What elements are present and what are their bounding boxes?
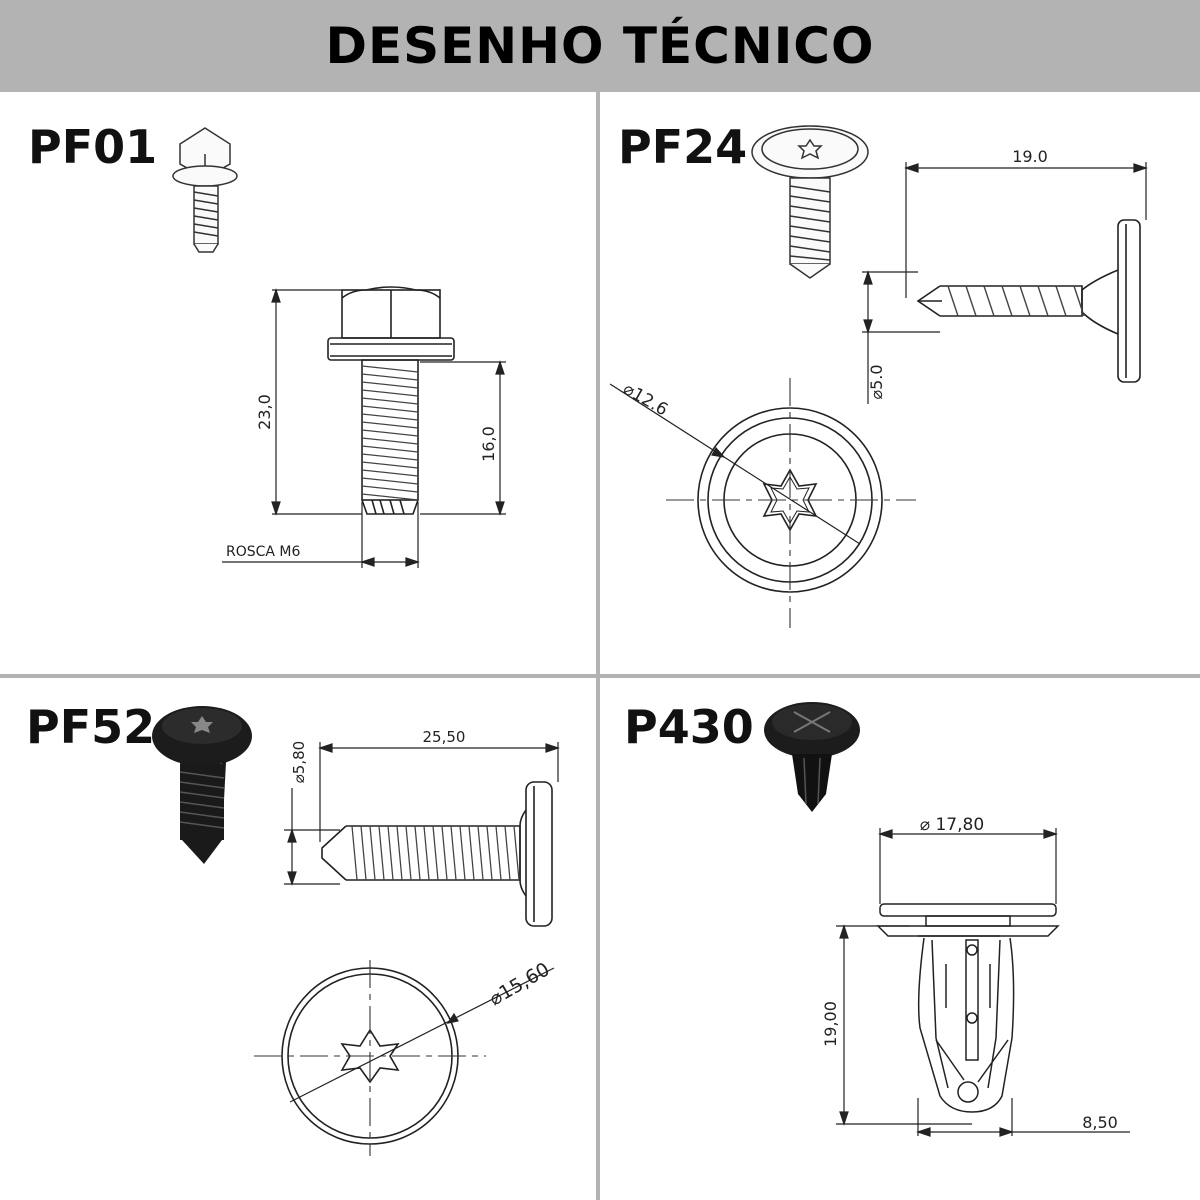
thread-spec-pf01: ROSCA M6 xyxy=(226,544,301,560)
dimension-lines-pf01 xyxy=(222,288,506,568)
centerlines-pf24 xyxy=(666,378,916,628)
vertical-divider xyxy=(596,92,600,1200)
part-code-pf24: PF24 xyxy=(618,120,748,174)
diameter-leader-pf52 xyxy=(289,967,555,1103)
drawing-pf24: 19.0 ⌀5.0 ⌀12.6 xyxy=(609,125,1148,628)
dim-total-length-pf01: 23,0 xyxy=(255,394,274,430)
screw-side-view-pf24 xyxy=(916,219,1141,383)
dimension-lines-p430 xyxy=(836,828,1130,1137)
panel-pf24: PF24 xyxy=(600,94,1196,674)
horizontal-divider xyxy=(0,674,1200,678)
dim-head-diameter-p430: ⌀ 17,80 xyxy=(920,815,984,835)
title-bar: DESENHO TÉCNICO xyxy=(0,0,1200,92)
thumbnail-p430 xyxy=(764,702,860,812)
panel-p430: P430 xyxy=(600,678,1196,1200)
thumbnail-pf52 xyxy=(152,706,252,864)
part-code-pf52: PF52 xyxy=(26,700,156,754)
panel-pf52: PF52 xyxy=(0,678,596,1200)
dimension-lines-pf24 xyxy=(862,162,1148,404)
drawing-p430: ⌀ 17,80 19,00 8,50 xyxy=(764,702,1130,1137)
clip-side-view-p430 xyxy=(876,903,1060,1113)
panel-pf01: PF01 xyxy=(0,94,596,674)
dim-shank-diameter-pf52: ⌀5,80 xyxy=(290,741,308,783)
thread-lines-pf01 xyxy=(361,365,419,501)
drawing-pf52: 25,50 ⌀5,80 ⌀15,60 xyxy=(152,706,560,1156)
dim-length-p430: 19,00 xyxy=(821,1001,840,1047)
part-code-pf01: PF01 xyxy=(28,120,158,174)
thumbnail-pf24 xyxy=(751,125,869,279)
drawing-pf01: 23,0 16,0 ROSCA M6 xyxy=(172,127,506,568)
part-code-p430: P430 xyxy=(624,700,754,754)
dim-length-pf52: 25,50 xyxy=(423,728,466,746)
centerlines-pf52 xyxy=(254,960,486,1156)
dim-body-width-p430: 8,50 xyxy=(1082,1113,1118,1132)
dimension-lines-pf52 xyxy=(284,742,560,886)
page-title: DESENHO TÉCNICO xyxy=(325,17,875,75)
thumbnail-pf01 xyxy=(172,127,238,253)
dim-head-diameter-pf52: ⌀15,60 xyxy=(486,958,554,1010)
diameter-leader-pf24 xyxy=(609,383,861,545)
dim-thread-length-pf01: 16,0 xyxy=(479,426,498,462)
bolt-side-view-pf01 xyxy=(327,286,455,515)
screw-side-view-pf52 xyxy=(321,781,553,927)
dim-length-pf24: 19.0 xyxy=(1012,147,1048,166)
dim-head-diameter-pf24: ⌀12.6 xyxy=(620,379,672,420)
dim-shank-diameter-pf24: ⌀5.0 xyxy=(867,364,886,399)
